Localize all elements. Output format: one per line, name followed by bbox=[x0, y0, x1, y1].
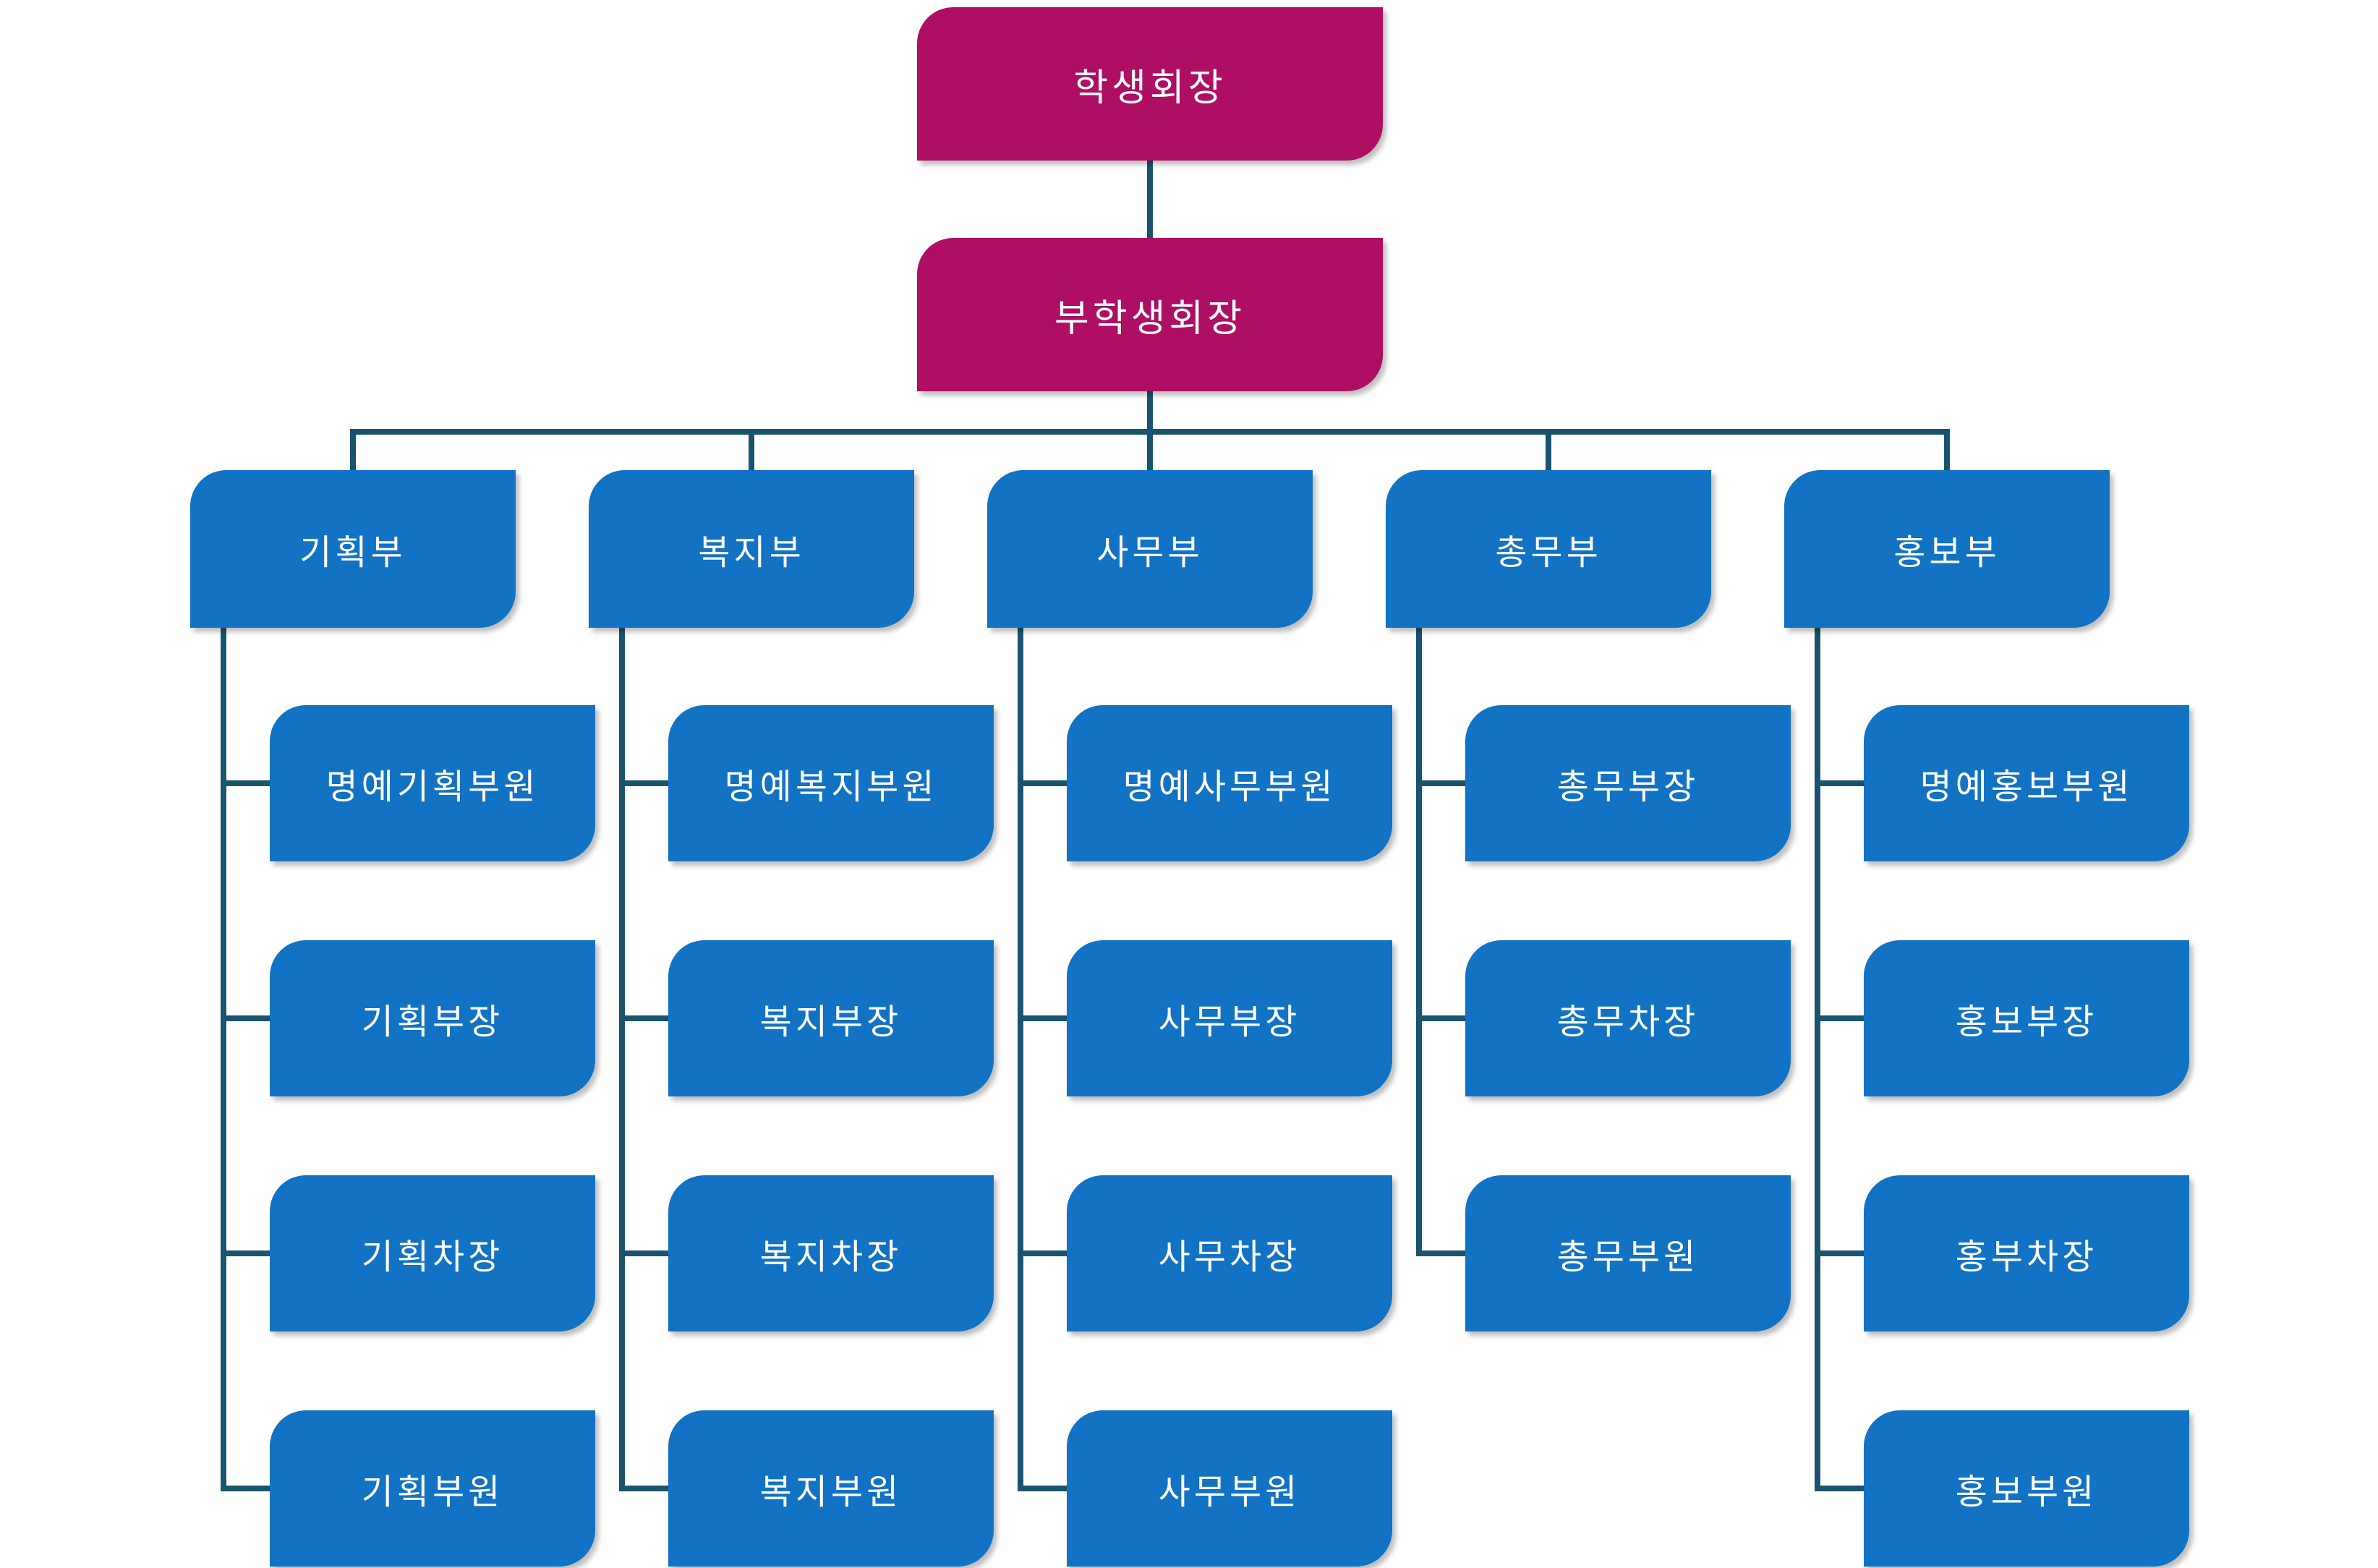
member-stub-1-2 bbox=[221, 1015, 270, 1021]
member-stub-2-1 bbox=[619, 780, 668, 786]
member-stub-5-3 bbox=[1815, 1250, 1864, 1256]
member-stub-5-2 bbox=[1815, 1015, 1864, 1021]
member-node-5-1[interactable]: 명예홍보부원 bbox=[1864, 705, 2189, 861]
member-node-2-3[interactable]: 복지차장 bbox=[668, 1175, 994, 1331]
member-stub-3-4 bbox=[1018, 1486, 1067, 1491]
member-node-1-2[interactable]: 기획부장 bbox=[270, 940, 595, 1096]
member-stub-3-1 bbox=[1018, 780, 1067, 786]
member-stub-2-4 bbox=[619, 1486, 668, 1491]
member-node-1-3[interactable]: 기획차장 bbox=[270, 1175, 595, 1331]
connector-president-vice bbox=[1147, 161, 1153, 238]
dept-node-4[interactable]: 총무부 bbox=[1386, 470, 1711, 628]
member-node-1-4[interactable]: 기획부원 bbox=[270, 1410, 595, 1567]
member-node-2-2[interactable]: 복지부장 bbox=[668, 940, 994, 1096]
node-vice-president[interactable]: 부학생회장 bbox=[917, 238, 1383, 391]
dept-node-3[interactable]: 사무부 bbox=[987, 470, 1313, 628]
member-node-3-1[interactable]: 명예사무부원 bbox=[1067, 705, 1392, 861]
connector-drop-3 bbox=[1147, 429, 1153, 470]
dept-column-line-4 bbox=[1416, 625, 1422, 1256]
dept-node-1[interactable]: 기획부 bbox=[190, 470, 516, 628]
connector-drop-4 bbox=[1546, 429, 1551, 470]
connector-drop-2 bbox=[749, 429, 754, 470]
node-president[interactable]: 학생회장 bbox=[917, 7, 1383, 161]
member-stub-1-3 bbox=[221, 1250, 270, 1256]
member-node-1-1[interactable]: 명예기획부원 bbox=[270, 705, 595, 861]
member-stub-4-1 bbox=[1416, 780, 1465, 786]
member-node-4-2[interactable]: 총무차장 bbox=[1465, 940, 1791, 1096]
member-stub-2-2 bbox=[619, 1015, 668, 1021]
dept-node-5[interactable]: 홍보부 bbox=[1784, 470, 2110, 628]
member-node-4-1[interactable]: 총무부장 bbox=[1465, 705, 1791, 861]
member-node-5-3[interactable]: 홍부차장 bbox=[1864, 1175, 2189, 1331]
connector-drop-1 bbox=[350, 429, 356, 470]
member-node-5-4[interactable]: 홍보부원 bbox=[1864, 1410, 2189, 1567]
member-stub-3-3 bbox=[1018, 1250, 1067, 1256]
member-stub-3-2 bbox=[1018, 1015, 1067, 1021]
dept-column-line-2 bbox=[619, 625, 625, 1491]
dept-column-line-3 bbox=[1018, 625, 1023, 1491]
member-node-2-4[interactable]: 복지부원 bbox=[668, 1410, 994, 1567]
member-node-3-3[interactable]: 사무차장 bbox=[1067, 1175, 1392, 1331]
member-stub-5-1 bbox=[1815, 780, 1864, 786]
member-stub-1-4 bbox=[221, 1486, 270, 1491]
member-node-2-1[interactable]: 명예복지부원 bbox=[668, 705, 994, 861]
member-stub-2-3 bbox=[619, 1250, 668, 1256]
dept-column-line-1 bbox=[221, 625, 226, 1491]
dept-column-line-5 bbox=[1815, 625, 1820, 1491]
member-stub-4-2 bbox=[1416, 1015, 1465, 1021]
member-node-3-2[interactable]: 사무부장 bbox=[1067, 940, 1392, 1096]
member-node-5-2[interactable]: 홍보부장 bbox=[1864, 940, 2189, 1096]
member-stub-1-1 bbox=[221, 780, 270, 786]
member-stub-5-4 bbox=[1815, 1486, 1864, 1491]
member-stub-4-3 bbox=[1416, 1250, 1465, 1256]
connector-vice-trunk bbox=[1147, 391, 1153, 435]
member-node-3-4[interactable]: 사무부원 bbox=[1067, 1410, 1392, 1567]
member-node-4-3[interactable]: 총무부원 bbox=[1465, 1175, 1791, 1331]
dept-node-2[interactable]: 복지부 bbox=[589, 470, 914, 628]
connector-drop-5 bbox=[1944, 429, 1950, 470]
